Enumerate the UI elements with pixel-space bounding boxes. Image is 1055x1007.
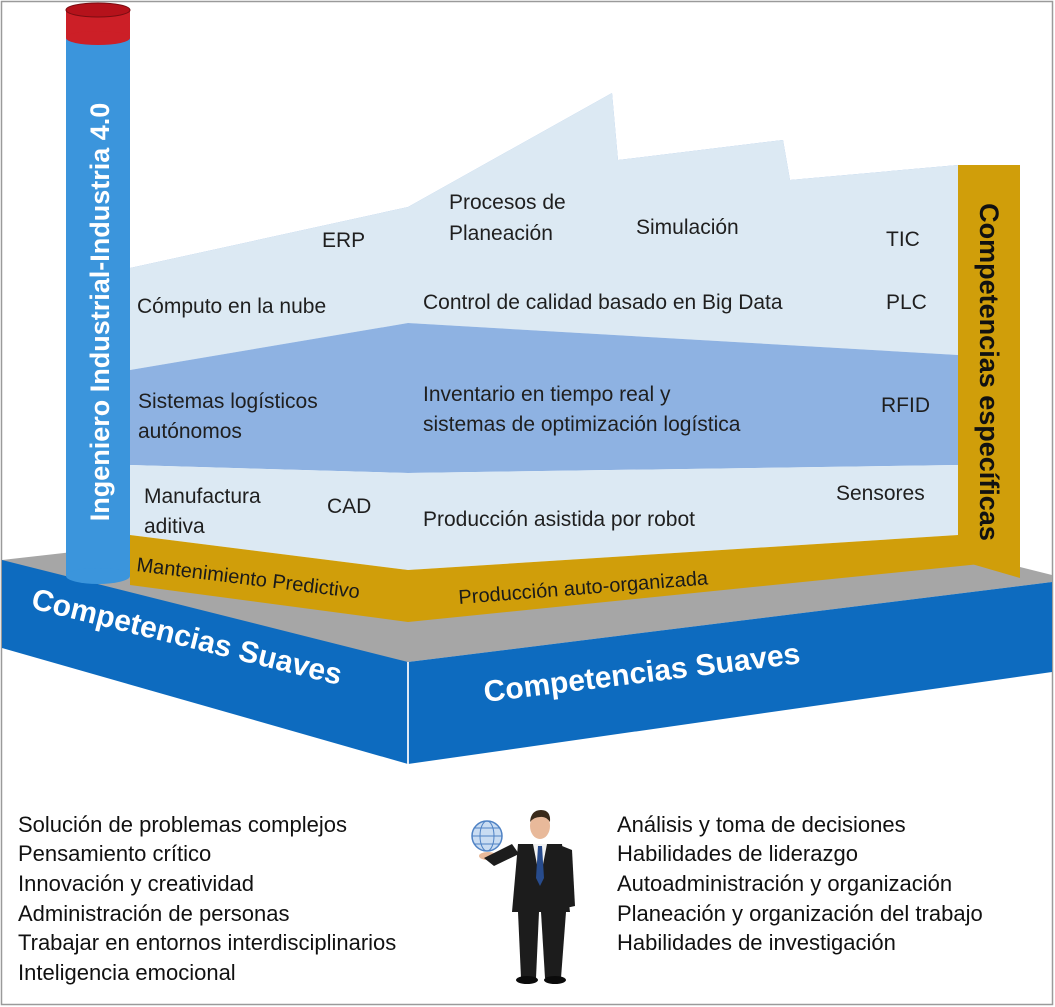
band-middle-right: [408, 323, 958, 473]
label-mfg-1: Manufactura: [144, 485, 261, 508]
list-item: Planeación y organización del trabajo: [617, 901, 983, 926]
band-middle-left: [130, 323, 408, 473]
pillar-bottom: [66, 568, 130, 584]
label-sensors: Sensores: [836, 482, 925, 505]
soft-skills-base-right: [408, 582, 1052, 764]
label-inventory-2: sistemas de optimización logística: [423, 413, 741, 436]
label-quality: Control de calidad basado en Big Data: [423, 291, 783, 314]
list-item: Análisis y toma de decisiones: [617, 812, 906, 837]
label-planning-2: Planeación: [449, 222, 553, 245]
specific-skills-title: Competencias específicas: [974, 203, 1004, 541]
label-erp: ERP: [322, 229, 365, 252]
list-item: Solución de problemas complejos: [18, 812, 347, 837]
list-item: Pensamiento crítico: [18, 841, 211, 866]
label-inventory-1: Inventario en tiempo real y: [423, 383, 671, 406]
label-tic: TIC: [886, 228, 920, 251]
pillar-cap-top: [65, 2, 131, 18]
specific-skills-band: [958, 165, 1020, 578]
list-item: Administración de personas: [18, 901, 289, 926]
list-item: Habilidades de liderazgo: [617, 841, 858, 866]
pillar-cap-bottom: [66, 31, 130, 45]
wall-top-left: [130, 207, 408, 370]
label-planning-1: Procesos de: [449, 191, 566, 214]
floor-band-left: [130, 535, 408, 622]
label-robot: Producción asistida por robot: [423, 508, 695, 531]
label-cloud: Cómputo en la nube: [137, 295, 326, 318]
label-mfg-2: aditiva: [144, 515, 205, 538]
list-item: Autoadministración y organización: [617, 871, 952, 896]
pillar-title: Ingeniero Industrial-Industria 4.0: [85, 103, 115, 522]
label-cad: CAD: [327, 495, 371, 518]
list-item: Trabajar en entornos interdisciplinarios: [18, 930, 396, 955]
wall-top-right: [408, 93, 958, 355]
soft-skills-list-right: Análisis y toma de decisiones Habilidade…: [617, 812, 983, 955]
label-rfid: RFID: [881, 394, 930, 417]
businessman-illustration: [471, 810, 575, 984]
globe-icon: [471, 820, 503, 852]
list-item: Inteligencia emocional: [18, 960, 236, 985]
label-logistics-1: Sistemas logísticos: [138, 390, 318, 413]
floor-band-right: [408, 535, 1020, 622]
label-plc: PLC: [886, 291, 927, 314]
soft-skills-base-left: [2, 560, 408, 764]
list-item: Habilidades de investigación: [617, 930, 896, 955]
pillar-body: [66, 28, 130, 576]
label-simulation: Simulación: [636, 216, 739, 239]
soft-skills-list-left: Solución de problemas complejos Pensamie…: [18, 812, 396, 985]
list-item: Innovación y creatividad: [18, 871, 254, 896]
label-logistics-2: autónomos: [138, 420, 242, 443]
